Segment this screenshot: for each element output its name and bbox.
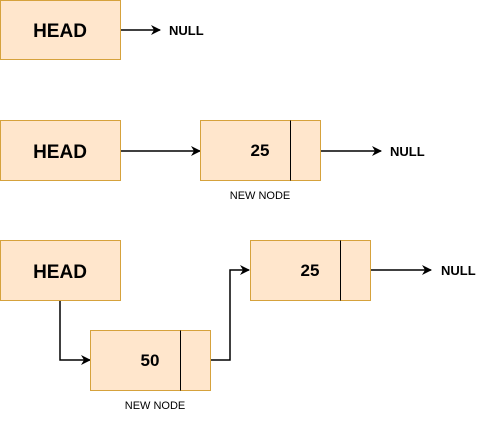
head-label: HEAD <box>33 262 87 283</box>
node-box <box>200 120 321 181</box>
node-value: 25 <box>251 141 270 160</box>
new-node-caption: NEW NODE <box>125 400 186 412</box>
null-label: NULL <box>169 23 204 38</box>
head-box <box>0 120 121 181</box>
null-label: NULL <box>390 144 425 159</box>
null-label: NULL <box>441 263 476 278</box>
node-box <box>250 240 371 301</box>
new-node-to-node-arrow <box>211 265 250 361</box>
head-to-new-node-arrow <box>59 301 91 365</box>
new-node-box <box>90 330 211 391</box>
diagram-1-empty-list: HEAD NULL <box>0 0 204 60</box>
new-node-value: 50 <box>141 351 160 370</box>
head-label: HEAD <box>33 142 87 163</box>
diagram-2-single-node: HEAD 25 NEW NODE NULL <box>0 120 425 202</box>
head-box <box>0 240 121 301</box>
head-box <box>0 0 121 60</box>
diagram-3-insert-at-head: HEAD 50 NEW NODE 25 NULL <box>0 240 476 412</box>
new-node-caption: NEW NODE <box>230 190 291 202</box>
node-value: 25 <box>301 261 320 280</box>
head-label: HEAD <box>33 21 87 42</box>
